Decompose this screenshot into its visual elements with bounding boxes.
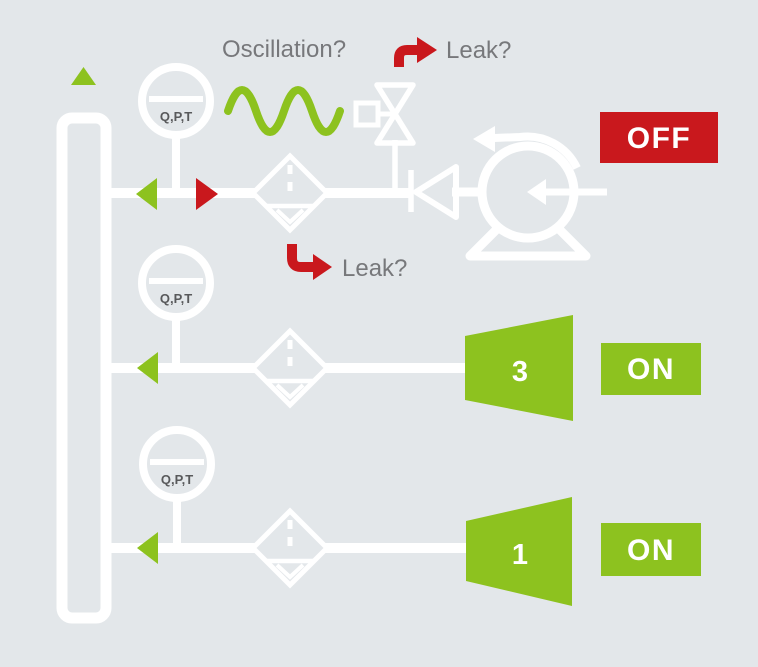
leak-down-arrow-icon bbox=[287, 244, 332, 280]
gauge-qpt-3: Q,P,T bbox=[139, 426, 215, 548]
pump-icon bbox=[465, 126, 607, 261]
sine-wave-icon bbox=[224, 86, 344, 136]
turbine-1-number: 1 bbox=[512, 539, 528, 571]
flow-left-arrow-icon-line1 bbox=[136, 178, 157, 210]
flow-left-arrow-icon-line3 bbox=[137, 532, 158, 564]
turbine-1: 1 bbox=[466, 497, 572, 606]
filter-icon-line3 bbox=[249, 507, 331, 589]
filter-icon-line1 bbox=[249, 152, 331, 234]
leak-mid-label: Leak? bbox=[342, 255, 407, 282]
pump-inlet-arrow-icon bbox=[527, 179, 607, 205]
turbine-3: 3 bbox=[465, 315, 573, 421]
flow-right-arrow-icon-line1 bbox=[196, 178, 218, 210]
turbine-3-status-label: ON bbox=[627, 353, 675, 386]
pump-status-label: OFF bbox=[627, 122, 692, 155]
gauge-qpt-1: Q,P,T bbox=[138, 63, 214, 193]
pump-rotation-arrow-icon bbox=[473, 126, 581, 170]
status-badge-turbine-1[interactable]: ON bbox=[601, 523, 701, 576]
turbine-3-number: 3 bbox=[512, 356, 528, 388]
gauge-label-2: Q,P,T bbox=[160, 291, 192, 306]
status-badge-pump[interactable]: OFF bbox=[600, 112, 718, 163]
gauge-label-1: Q,P,T bbox=[160, 109, 192, 124]
gauge-label-3: Q,P,T bbox=[161, 472, 193, 487]
flow-up-arrow-icon bbox=[71, 67, 96, 85]
flow-left-arrow-icon-line2 bbox=[137, 352, 158, 384]
oscillation-label: Oscillation? bbox=[222, 36, 346, 63]
leak-up-arrow-icon bbox=[394, 37, 437, 67]
manifold bbox=[56, 112, 112, 624]
valve-icon bbox=[353, 82, 416, 192]
gauge-qpt-2: Q,P,T bbox=[138, 245, 214, 368]
status-badge-turbine-3[interactable]: ON bbox=[601, 343, 701, 395]
leak-top-label: Leak? bbox=[446, 37, 511, 64]
turbine-1-status-label: ON bbox=[627, 534, 675, 567]
filter-icon-line2 bbox=[249, 327, 331, 409]
